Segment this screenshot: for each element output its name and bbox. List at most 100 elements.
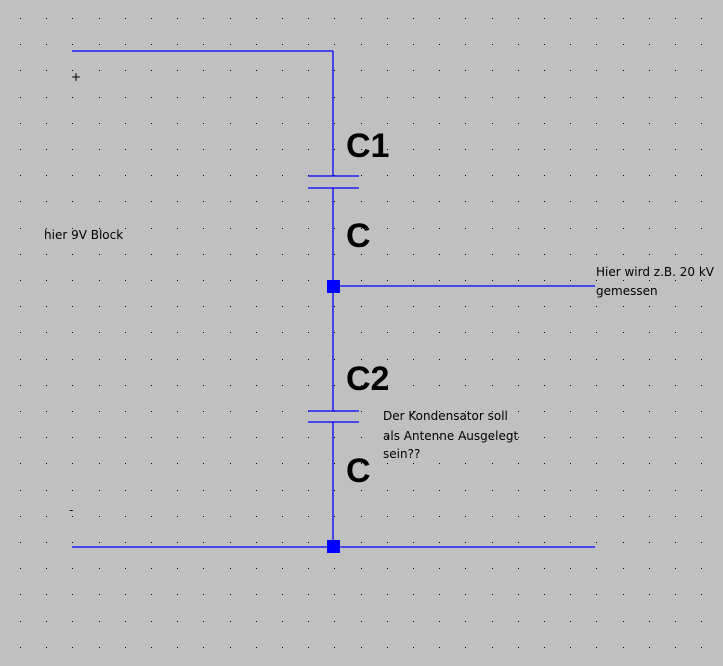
c2-name-label: C2 — [346, 360, 389, 398]
grid-dot — [387, 332, 388, 333]
grid-dot — [361, 280, 362, 281]
grid-dot — [701, 123, 702, 124]
grid-dot — [361, 437, 362, 438]
capacitor-c2-symbol[interactable] — [308, 410, 359, 423]
grid-dot — [177, 647, 178, 648]
grid-dot — [492, 280, 493, 281]
grid-dot — [649, 97, 650, 98]
grid-dot — [675, 516, 676, 517]
grid-dot — [465, 411, 466, 412]
grid-dot — [675, 201, 676, 202]
grid-dot — [177, 201, 178, 202]
grid-dot — [649, 463, 650, 464]
grid-dot — [125, 280, 126, 281]
grid-dot — [230, 463, 231, 464]
grid-dot — [72, 490, 73, 491]
grid-dot — [361, 123, 362, 124]
grid-dot — [20, 228, 21, 229]
grid-dot — [151, 542, 152, 543]
grid-dot — [465, 490, 466, 491]
grid-dot — [230, 516, 231, 517]
grid-dot — [203, 463, 204, 464]
grid-dot — [203, 647, 204, 648]
grid-dot — [99, 594, 100, 595]
junction-node-middle[interactable] — [327, 280, 340, 293]
grid-dot — [334, 332, 335, 333]
grid-dot — [99, 149, 100, 150]
grid-dot — [492, 359, 493, 360]
grid-dot — [413, 332, 414, 333]
grid-dot — [203, 149, 204, 150]
grid-dot — [544, 359, 545, 360]
junction-node-bottom[interactable] — [327, 540, 340, 553]
grid-dot — [544, 280, 545, 281]
grid-dot — [308, 516, 309, 517]
grid-dot — [256, 123, 257, 124]
grid-dot — [177, 359, 178, 360]
grid-dot — [203, 201, 204, 202]
grid-dot — [596, 18, 597, 19]
grid-dot — [230, 647, 231, 648]
grid-dot — [256, 280, 257, 281]
grid-dot — [570, 463, 571, 464]
grid-dot — [623, 228, 624, 229]
grid-dot — [151, 332, 152, 333]
grid-dot — [675, 175, 676, 176]
grid-dot — [72, 228, 73, 229]
grid-dot — [596, 254, 597, 255]
grid-dot — [675, 385, 676, 386]
grid-dot — [439, 280, 440, 281]
grid-dot — [20, 201, 21, 202]
grid-dot — [570, 149, 571, 150]
grid-dot — [439, 463, 440, 464]
grid-dot — [492, 647, 493, 648]
grid-dot — [361, 228, 362, 229]
grid-dot — [72, 437, 73, 438]
grid-dot — [465, 149, 466, 150]
grid-dot — [282, 175, 283, 176]
grid-dot — [439, 516, 440, 517]
grid-dot — [701, 44, 702, 45]
grid-dot — [203, 332, 204, 333]
grid-dot — [623, 359, 624, 360]
grid-dot — [72, 463, 73, 464]
grid-dot — [256, 70, 257, 71]
grid-dot — [282, 228, 283, 229]
grid-dot — [46, 201, 47, 202]
grid-dot — [596, 44, 597, 45]
grid-dot — [596, 463, 597, 464]
grid-dot — [72, 70, 73, 71]
grid-dot — [99, 621, 100, 622]
grid-dot — [151, 44, 152, 45]
grid-dot — [544, 149, 545, 150]
grid-dot — [465, 542, 466, 543]
grid-dot — [387, 463, 388, 464]
grid-dot — [203, 18, 204, 19]
grid-dot — [544, 70, 545, 71]
grid-dot — [256, 542, 257, 543]
capacitor-c1-symbol[interactable] — [308, 175, 359, 189]
grid-dot — [701, 149, 702, 150]
grid-dot — [465, 332, 466, 333]
grid-dot — [151, 359, 152, 360]
grid-dot — [570, 97, 571, 98]
grid-dot — [99, 70, 100, 71]
grid-dot — [334, 359, 335, 360]
grid-dot — [492, 594, 493, 595]
grid-dot — [72, 359, 73, 360]
grid-dot — [518, 280, 519, 281]
grid-dot — [413, 516, 414, 517]
grid-dot — [387, 594, 388, 595]
grid-dot — [177, 306, 178, 307]
grid-dot — [256, 175, 257, 176]
grid-dot — [230, 594, 231, 595]
grid-dot — [203, 44, 204, 45]
grid-dot — [701, 516, 702, 517]
grid-dot — [413, 306, 414, 307]
grid-dot — [413, 437, 414, 438]
grid-dot — [46, 123, 47, 124]
grid-dot — [308, 280, 309, 281]
grid-dot — [46, 594, 47, 595]
grid-dot — [361, 490, 362, 491]
grid-dot — [492, 385, 493, 386]
